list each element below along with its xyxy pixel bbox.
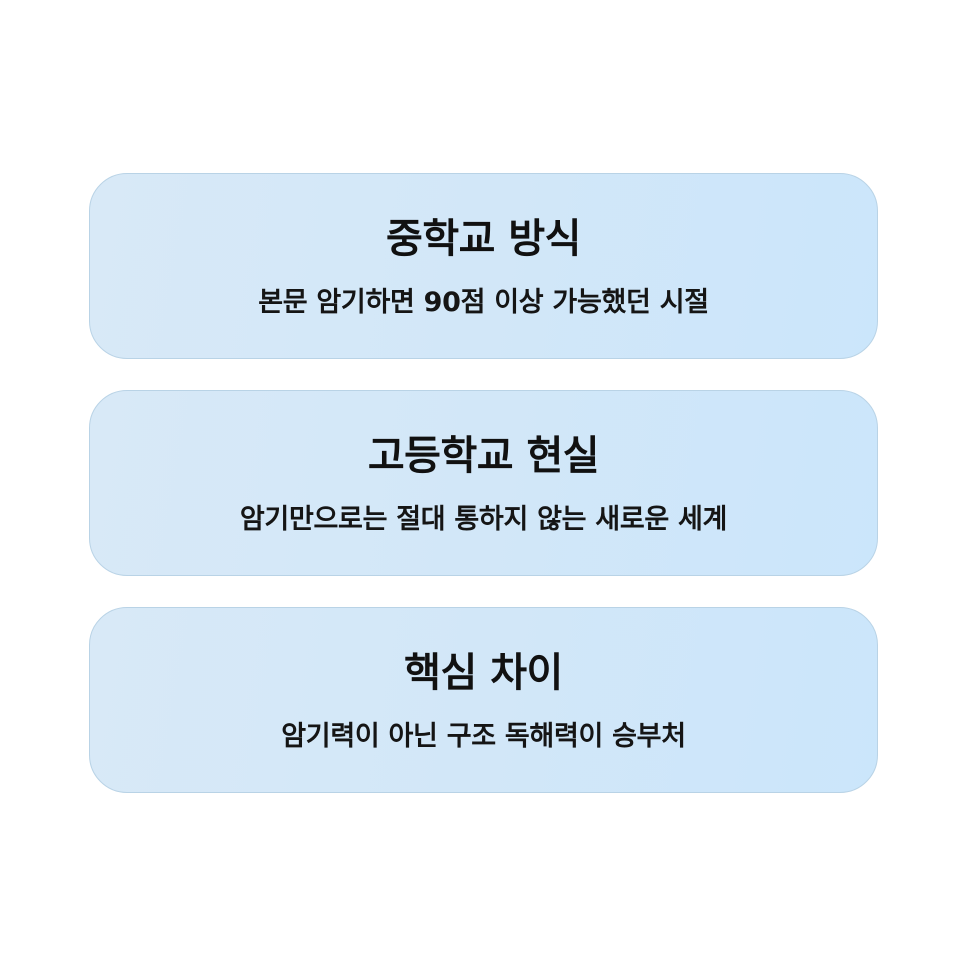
card-title: 고등학교 현실 — [367, 432, 600, 479]
card-high-school-reality: 고등학교 현실 암기만으로는 절대 통하지 않는 새로운 세계 — [89, 390, 878, 576]
card-description: 암기력이 아닌 구조 독해력이 승부처 — [281, 720, 686, 752]
card-key-difference: 핵심 차이 암기력이 아닌 구조 독해력이 승부처 — [89, 607, 878, 793]
comparison-card-list: 중학교 방식 본문 암기하면 90점 이상 가능했던 시절 고등학교 현실 암기… — [89, 173, 878, 793]
card-title: 중학교 방식 — [386, 215, 581, 262]
card-title: 핵심 차이 — [404, 649, 563, 696]
card-description: 암기만으로는 절대 통하지 않는 새로운 세계 — [239, 503, 728, 535]
card-middle-school-method: 중학교 방식 본문 암기하면 90점 이상 가능했던 시절 — [89, 173, 878, 359]
card-description: 본문 암기하면 90점 이상 가능했던 시절 — [258, 286, 709, 318]
